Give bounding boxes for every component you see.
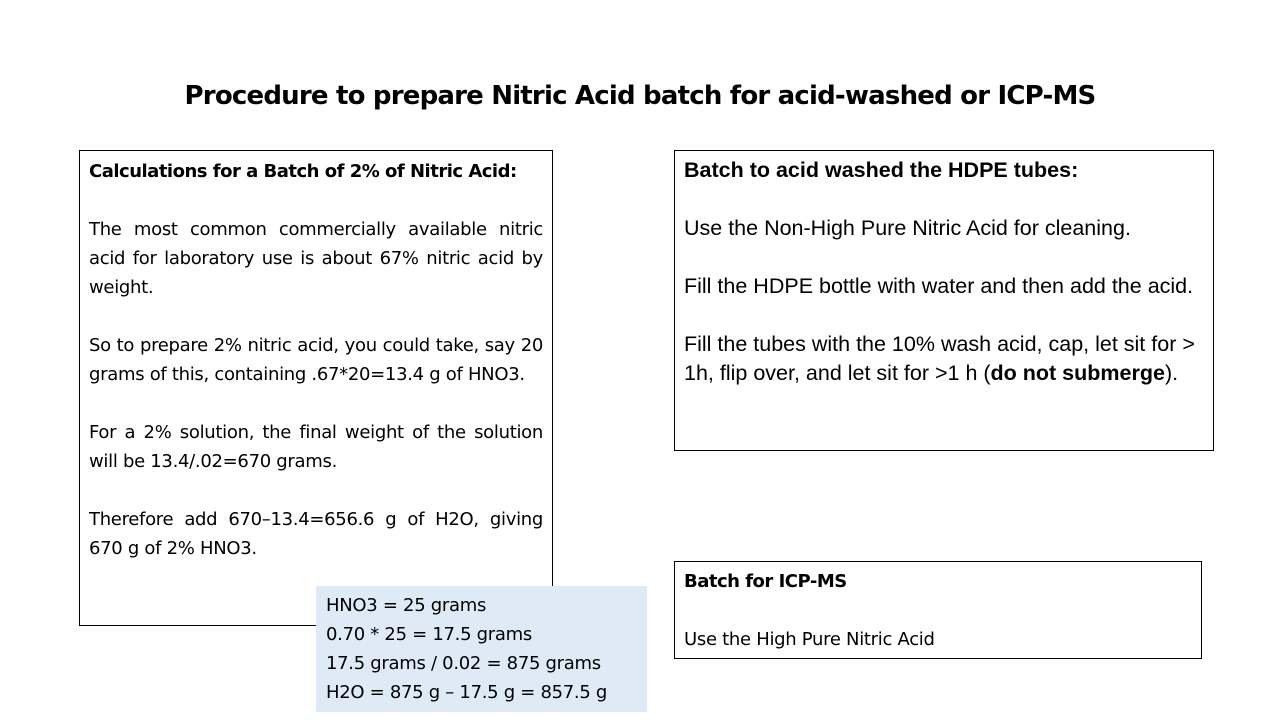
calculations-paragraph: The most common commercially available n… [89,219,543,298]
icp-ms-box: Batch for ICP-MS Use the High Pure Nitri… [674,561,1202,659]
acid-wash-box: Batch to acid washed the HDPE tubes: Use… [674,150,1214,451]
calculations-paragraph: For a 2% solution, the final weight of t… [89,422,543,472]
acid-wash-heading: Batch to acid washed the HDPE tubes: [684,158,1079,182]
calculation-note: HNO3 = 25 grams 0.70 * 25 = 17.5 grams 1… [316,586,647,712]
calculation-note-line: H2O = 875 g – 17.5 g = 857.5 g [326,682,608,703]
calculations-paragraph: So to prepare 2% nitric acid, you could … [89,335,543,385]
acid-wash-paragraph: Use the Non-High Pure Nitric Acid for cl… [684,216,1131,240]
acid-wash-text-end: ). [1164,361,1179,385]
acid-wash-text: Fill the tubes with the 10% wash acid, c… [684,332,1195,385]
calculation-note-line: 17.5 grams / 0.02 = 875 grams [326,653,601,674]
calculations-box: Calculations for a Batch of 2% of Nitric… [79,150,553,626]
calculations-paragraph: Therefore add 670–13.4=656.6 g of H2O, g… [89,509,543,559]
calculation-note-line: 0.70 * 25 = 17.5 grams [326,624,532,645]
acid-wash-warning: do not submerge [990,361,1165,385]
acid-wash-instructions: Fill the tubes with the 10% wash acid, c… [684,330,1204,388]
page-title: Procedure to prepare Nitric Acid batch f… [184,81,1097,111]
calculations-heading: Calculations for a Batch of 2% of Nitric… [89,161,517,182]
acid-wash-paragraph: Fill the HDPE bottle with water and then… [684,274,1194,298]
calculation-note-line: HNO3 = 25 grams [326,595,487,616]
icp-ms-text: Use the High Pure Nitric Acid [684,629,935,650]
icp-ms-heading: Batch for ICP-MS [684,571,847,592]
